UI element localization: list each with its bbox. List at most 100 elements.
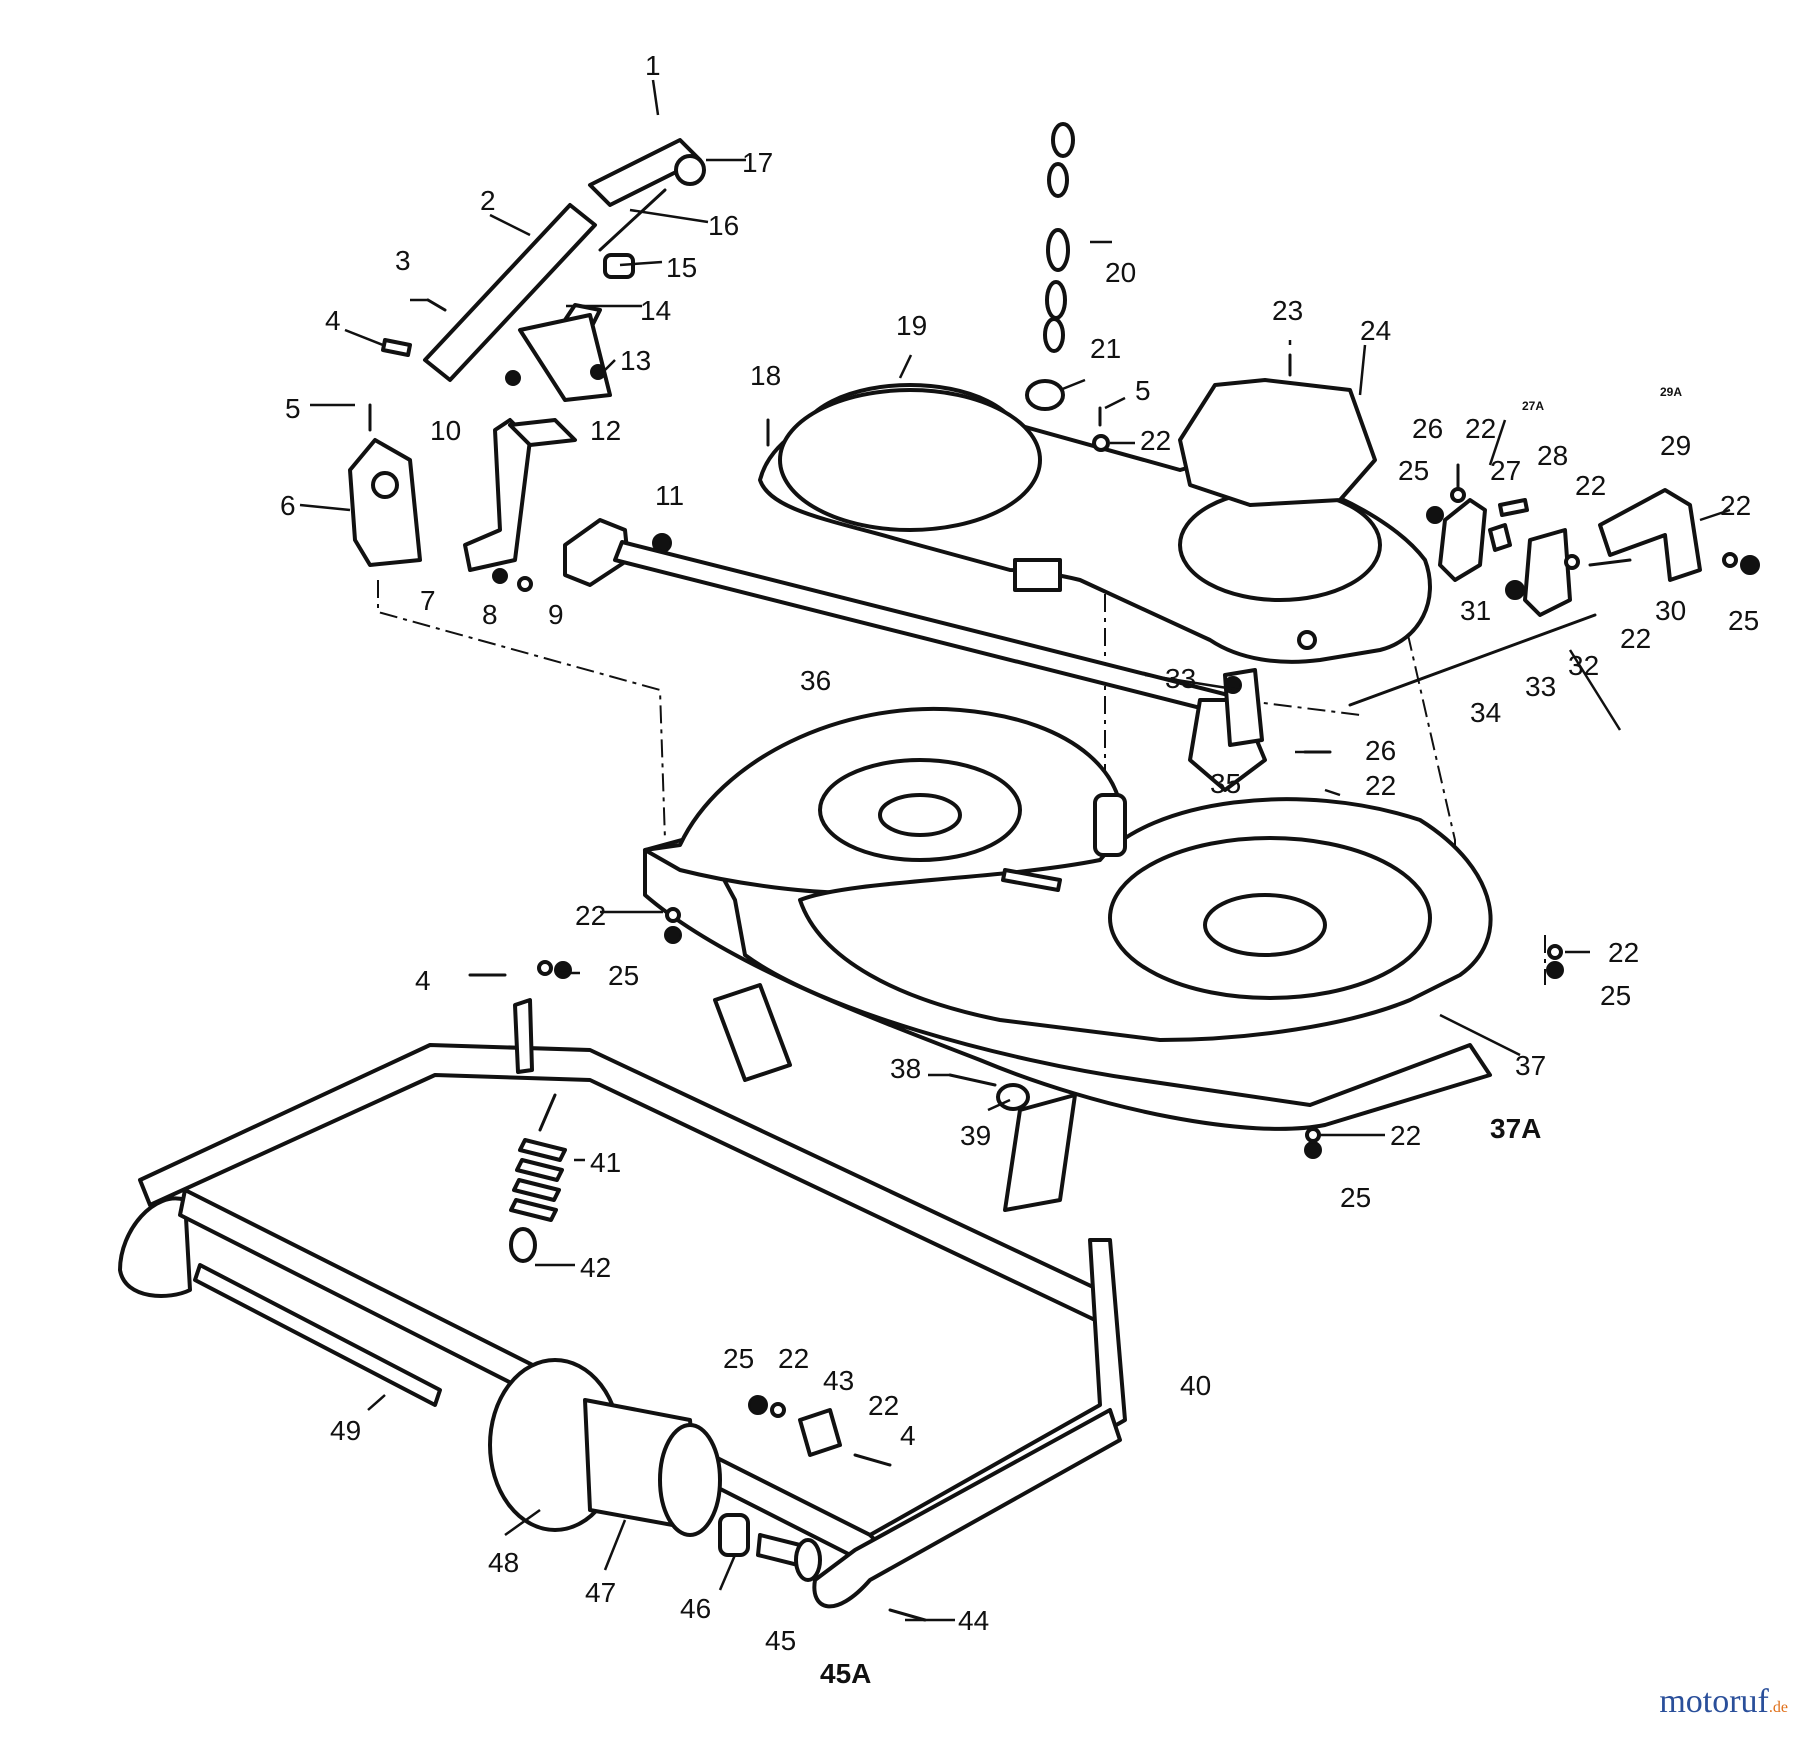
callout-29: 29 bbox=[1660, 430, 1691, 461]
part-25-nut-f bbox=[1546, 961, 1564, 979]
deck-slot bbox=[1001, 868, 1062, 892]
right-linkage bbox=[1348, 463, 1760, 707]
callout-46: 46 bbox=[680, 1593, 711, 1624]
callout-9: 9 bbox=[548, 599, 564, 630]
part-7-bracket bbox=[463, 418, 532, 572]
callout-43: 43 bbox=[823, 1365, 854, 1396]
part-47-hub-face bbox=[658, 1423, 722, 1537]
deck-center-post bbox=[1093, 793, 1127, 857]
callout-5a: 5 bbox=[285, 393, 301, 424]
right-spindle-hub bbox=[1203, 893, 1327, 957]
callout-8: 8 bbox=[482, 599, 498, 630]
part-41-spring bbox=[509, 1093, 567, 1222]
callout-4a: 4 bbox=[325, 305, 341, 336]
callout-22i: 22 bbox=[1390, 1120, 1421, 1151]
part-22-washer-f bbox=[537, 960, 553, 976]
part-22-washer-e bbox=[770, 1402, 786, 1418]
part-6-bracket-hole bbox=[371, 471, 399, 499]
part-25-nut-c bbox=[748, 1395, 768, 1415]
watermark-main: motoruf bbox=[1659, 1683, 1769, 1720]
belt-cover-assembly bbox=[758, 122, 1432, 664]
part-33-nut-b bbox=[1505, 580, 1525, 600]
callout-22f: 22 bbox=[1365, 770, 1396, 801]
part-4-bolt bbox=[381, 338, 412, 357]
part-46-spacer bbox=[718, 1513, 750, 1557]
motoruf-watermark: motoruf.de bbox=[1659, 1683, 1788, 1721]
callout-11: 11 bbox=[655, 480, 684, 511]
part-9-washer bbox=[517, 576, 533, 592]
callout-22c: 22 bbox=[1575, 470, 1606, 501]
callout-4b: 4 bbox=[415, 965, 431, 996]
part-44-bolt bbox=[888, 1608, 927, 1622]
part-49-shaft bbox=[193, 1263, 442, 1407]
callout-30: 30 bbox=[1655, 595, 1686, 626]
part-45a-washer bbox=[794, 1538, 822, 1582]
callout-1: 1 bbox=[645, 50, 661, 81]
callout-38: 38 bbox=[890, 1053, 921, 1084]
callout-22j: 22 bbox=[778, 1343, 809, 1374]
leader-lines bbox=[299, 79, 1731, 1622]
part-45-bushing bbox=[756, 1533, 802, 1567]
callout-17: 17 bbox=[742, 147, 773, 178]
callout-22a: 22 bbox=[1140, 425, 1171, 456]
part-43-bracket bbox=[798, 1408, 842, 1457]
part-6-bracket bbox=[348, 438, 422, 567]
callout-35: 35 bbox=[1210, 768, 1241, 799]
part-29-bracket bbox=[1598, 488, 1702, 582]
callout-32: 32 bbox=[1568, 650, 1599, 681]
part-25-nut-d bbox=[554, 961, 572, 979]
part-40-frame-rail bbox=[138, 1043, 1112, 1322]
callout-14: 14 bbox=[640, 295, 671, 326]
part-22-washer bbox=[1092, 434, 1110, 452]
part-19-dome-ring bbox=[778, 388, 1042, 532]
callout-27a: 27A bbox=[1522, 399, 1544, 413]
part-25-nut-g bbox=[1304, 1141, 1322, 1159]
callout-45a: 45A bbox=[820, 1658, 871, 1689]
callout-10: 10 bbox=[430, 415, 461, 446]
callout-22k: 22 bbox=[868, 1390, 899, 1421]
part-4-bolt-b bbox=[853, 1453, 892, 1467]
part-22-washer-g bbox=[665, 907, 681, 923]
part-25-nut-b bbox=[1740, 555, 1760, 575]
callout-25e: 25 bbox=[1340, 1182, 1371, 1213]
callout-13: 13 bbox=[620, 345, 651, 376]
callout-20: 20 bbox=[1105, 257, 1136, 288]
callout-7: 7 bbox=[420, 585, 436, 616]
frame-post-right bbox=[1003, 1093, 1077, 1212]
part-15-clip bbox=[603, 253, 635, 279]
part-22-washer-d bbox=[1722, 552, 1738, 568]
callout-29a: 29A bbox=[1660, 385, 1682, 399]
callout-48: 48 bbox=[488, 1547, 519, 1578]
part-32-bracket bbox=[1523, 528, 1572, 617]
callout-25c: 25 bbox=[608, 960, 639, 991]
callout-27: 27 bbox=[1490, 455, 1521, 486]
cover-fastener bbox=[1297, 630, 1317, 650]
part-37a-deck-plate bbox=[643, 833, 1492, 1131]
part-25-nut bbox=[1426, 506, 1444, 524]
callout-34: 34 bbox=[1470, 697, 1501, 728]
part-42-eyebolt bbox=[509, 1227, 537, 1263]
callout-21: 21 bbox=[1090, 333, 1121, 364]
part-28-bolt bbox=[1498, 498, 1529, 517]
part-2-handle bbox=[423, 203, 597, 382]
part-30-bolt bbox=[1588, 558, 1632, 567]
part-27-bracket bbox=[1438, 498, 1487, 582]
cover-bracket bbox=[1013, 558, 1062, 592]
callout-4c: 4 bbox=[900, 1420, 916, 1451]
part-22-washer-i bbox=[1305, 1127, 1321, 1143]
callout-2: 2 bbox=[480, 185, 496, 216]
part-16-rod bbox=[598, 188, 667, 252]
callout-19: 19 bbox=[896, 310, 927, 341]
callout-47: 47 bbox=[585, 1577, 616, 1608]
callout-33a: 33 bbox=[1525, 671, 1556, 702]
left-spindle-hub bbox=[878, 793, 962, 837]
callout-6: 6 bbox=[280, 490, 296, 521]
frame-post-rear bbox=[513, 998, 534, 1074]
part-17-knob bbox=[674, 154, 706, 186]
callout-25a: 25 bbox=[1398, 455, 1429, 486]
lift-handle-assembly bbox=[348, 138, 1332, 792]
part-12-plate bbox=[518, 313, 612, 402]
callout-28: 28 bbox=[1537, 440, 1568, 471]
part-25-nut-e bbox=[664, 926, 682, 944]
